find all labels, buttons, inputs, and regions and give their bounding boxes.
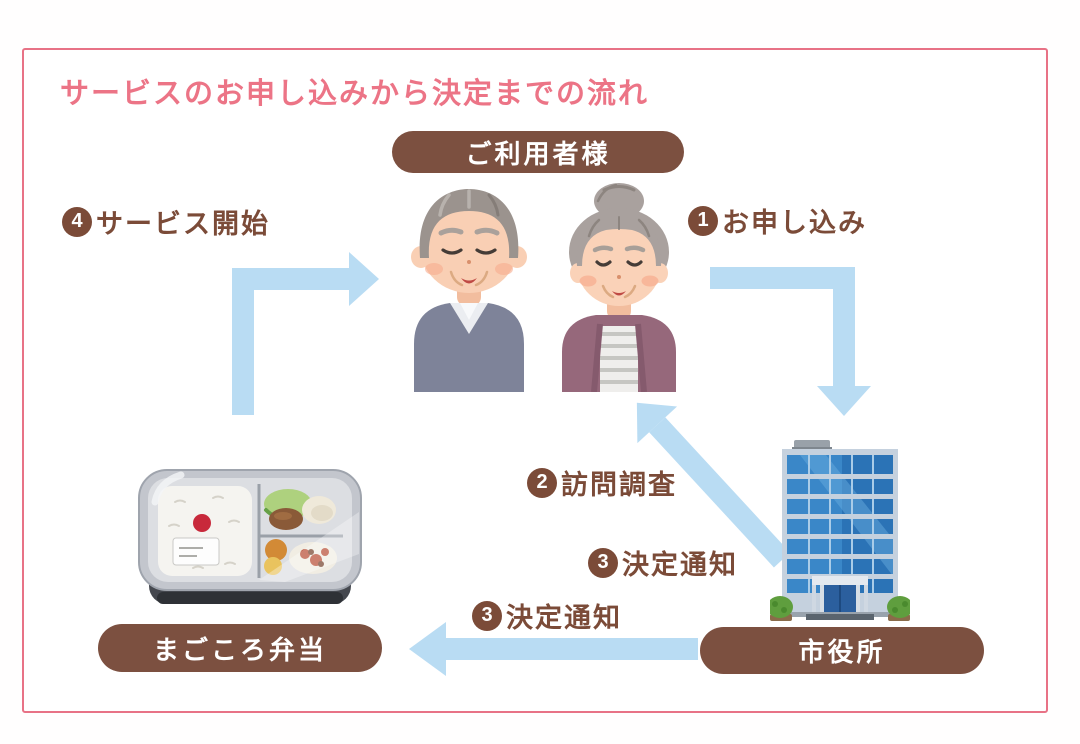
bento-box-illustration [138, 469, 362, 604]
arrow-application-shaft-h [710, 267, 855, 289]
badge-user: ご利用者様 [392, 131, 684, 173]
step4-label-text: サービス開始 [96, 209, 270, 239]
step-label-application: 1 お申し込み [688, 201, 867, 240]
diagram-title: サービスのお申し込みから決定までの流れ [60, 78, 650, 110]
arrow-service-shaft-h [232, 268, 349, 290]
step1-label-text: お申し込み [722, 208, 867, 238]
step3a-number-circle: 3 [588, 547, 618, 578]
step3a-label-text: 決定通知 [622, 550, 738, 580]
step1-number-circle: 1 [688, 205, 718, 236]
step4-number-circle: 4 [62, 206, 92, 237]
step2-number-circle: 2 [527, 467, 557, 498]
arrow-notice-shaft [446, 638, 698, 660]
city-hall-illustration [770, 440, 910, 621]
elderly-woman-figure [562, 183, 676, 392]
step-label-decision-notice-user: 3 決定通知 [588, 543, 738, 582]
badge-bento: まごころ弁当 [98, 624, 382, 672]
step-label-service-start: 4 サービス開始 [62, 202, 270, 241]
badge-cityhall: 市役所 [700, 627, 984, 674]
elderly-couple-illustration [411, 183, 676, 392]
step3b-label-text: 決定通知 [506, 603, 622, 633]
step-label-visit-survey: 2 訪問調査 [527, 463, 677, 502]
arrow-service-shaft-v [232, 268, 254, 415]
step-label-decision-notice-bento: 3 決定通知 [472, 596, 622, 635]
arrow-service-head [349, 252, 379, 306]
arrow-application-shaft-v [833, 267, 855, 386]
arrow-notice-head [409, 622, 446, 676]
elderly-man-figure [411, 189, 527, 392]
step3b-number-circle: 3 [472, 600, 502, 631]
step2-label-text: 訪問調査 [561, 470, 677, 500]
arrow-application-head [817, 386, 871, 416]
